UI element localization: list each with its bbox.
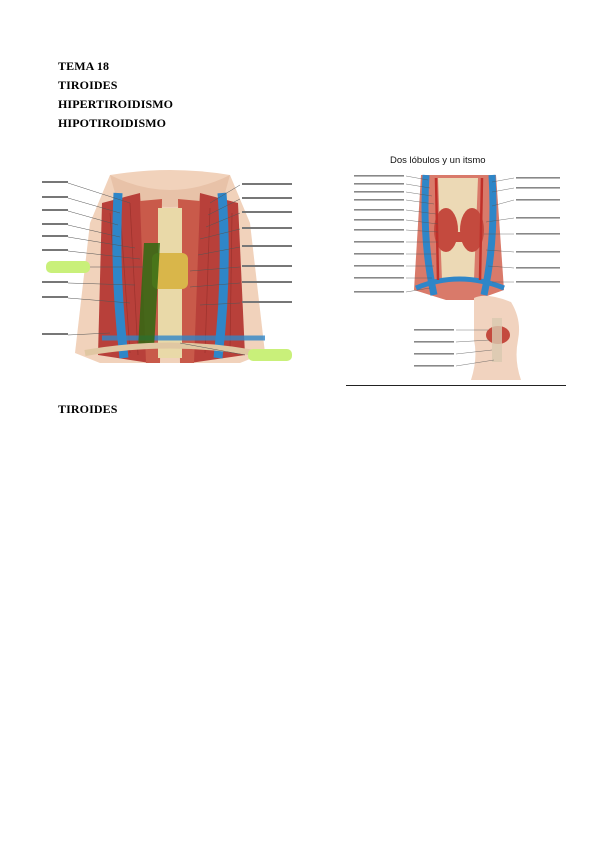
heading-hipotiroidismo: HIPOTIROIDISMO bbox=[58, 116, 167, 130]
heading-hipertiroidismo: HIPERTIROIDISMO bbox=[58, 97, 174, 111]
section-title-tiroides: TIROIDES bbox=[58, 402, 118, 416]
figure-caption: Dos lóbulos y un itsmo bbox=[390, 155, 486, 166]
thyroid-anatomy-figure-right bbox=[346, 170, 566, 385]
heading-tema: TEMA 18 bbox=[58, 59, 110, 73]
figure-bottom-rule bbox=[346, 385, 566, 386]
heading-tiroides: TIROIDES bbox=[58, 78, 118, 92]
neck-anatomy-figure-left bbox=[40, 163, 300, 385]
